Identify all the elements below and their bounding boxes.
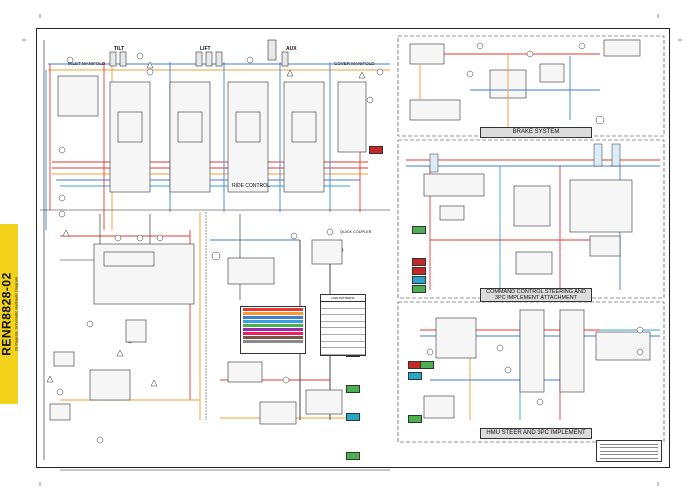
document-side-tab: RENR8828-02 20 Page(s), Schematic Hydrau… [0,224,19,404]
brake-system-title: BRAKE SYSTEM [480,127,592,138]
line-pattern-legend: LINE PATTERNS [320,294,366,356]
green-callout-tag [412,285,426,293]
green-callout-tag [412,226,426,234]
green-callout-tag [420,361,434,369]
tilt-label: TILT [114,46,125,52]
color-code-legend [240,306,306,354]
cyan-callout-tag [412,276,426,284]
cyan-callout-tag [346,413,360,421]
green-callout-tag [346,452,360,460]
schematic-sheet [36,28,670,468]
red-callout-tag [412,258,426,266]
red-callout-tag [412,267,426,275]
command-control-title: COMMAND CONTROL STEERING AND 3PC IMPLEME… [480,288,592,302]
aux-label: AUX [286,46,297,52]
green-callout-tag [346,385,360,393]
ride-control-label: RIDE CONTROL [232,183,270,189]
quick-coupler-label: QUICK COUPLER [340,230,372,234]
hmu-steer-title: HMU STEER AND 3PC IMPLEMENT [480,428,592,439]
inlet-manifold-label: INLET MANIFOLD [68,61,106,66]
revision-note-box [596,440,662,462]
lift-label: LIFT [200,46,211,52]
red-callout-tag [369,146,383,154]
cyan-callout-tag [408,372,422,380]
green-callout-tag [408,415,422,423]
legend-title: LINE PATTERNS [321,295,365,302]
cover-manifold-label: COVER MANIFOLD [334,61,375,66]
